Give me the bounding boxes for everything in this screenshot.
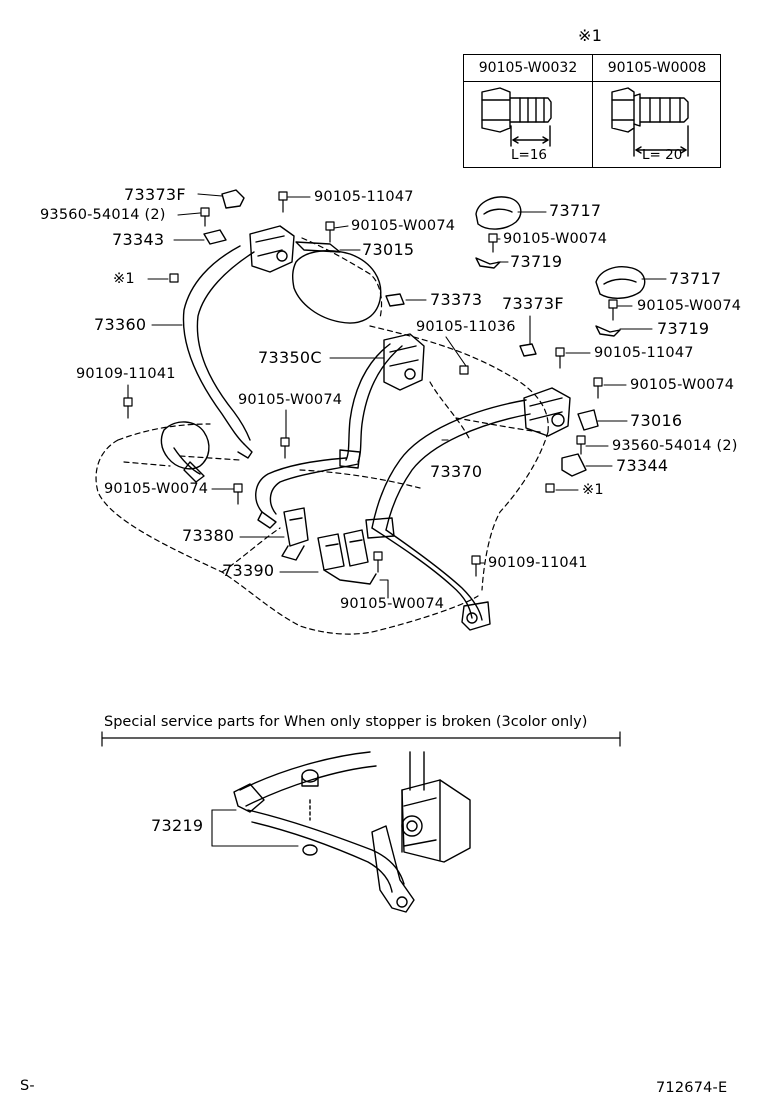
label-73373F-right: 73373F bbox=[502, 294, 564, 313]
cover-73717-left bbox=[475, 196, 522, 230]
table-header-w0008: 90105-W0008 bbox=[607, 60, 707, 76]
note-mark-top: ※1 bbox=[578, 26, 603, 45]
label-93560-54014-right: 93560-54014 (2) bbox=[612, 438, 738, 454]
special-service-title: Special service parts for When only stop… bbox=[104, 714, 588, 730]
bolt-w0032-icon bbox=[481, 87, 552, 147]
note-mark-right: ※1 bbox=[582, 482, 604, 498]
label-90109-11041-left: 90109-11041 bbox=[76, 366, 176, 382]
note-mark-left: ※1 bbox=[113, 271, 135, 287]
headrest-left bbox=[291, 250, 382, 324]
label-73219: 73219 bbox=[151, 816, 204, 835]
cover-73717-right bbox=[595, 266, 646, 299]
label-73373: 73373 bbox=[430, 290, 483, 309]
footer-figure-number: 712674-E bbox=[656, 1080, 728, 1096]
belt-73370 bbox=[365, 399, 531, 631]
retractor-right bbox=[523, 387, 571, 437]
special-bracket bbox=[101, 731, 621, 747]
label-73343: 73343 bbox=[112, 230, 165, 249]
label-90105-W0074-d: 90105-W0074 bbox=[238, 392, 343, 408]
belt-73360 bbox=[182, 245, 255, 459]
bolt-w0008-icon bbox=[611, 87, 689, 157]
label-90105-11047-top: 90105-11047 bbox=[314, 189, 414, 205]
label-73015: 73015 bbox=[362, 240, 415, 259]
belt-73350C bbox=[255, 343, 403, 529]
label-90105-W0074-c: 90105-W0074 bbox=[637, 298, 742, 314]
label-73360: 73360 bbox=[94, 315, 147, 334]
label-90105-W0074-g: 90105-W0074 bbox=[340, 596, 445, 612]
retractor-left-top bbox=[249, 225, 295, 273]
label-73717-right: 73717 bbox=[669, 269, 722, 288]
buckle-73380 bbox=[281, 507, 309, 561]
label-73719-left: 73719 bbox=[510, 252, 563, 271]
footer-left-code: S- bbox=[20, 1078, 35, 1094]
anchor-left-lower bbox=[160, 421, 210, 483]
label-90105-11047-right: 90105-11047 bbox=[594, 345, 694, 361]
bolt-spec-table: 90105-W0032 90105-W0008 L=16 L= 20 bbox=[463, 54, 721, 168]
leader-73219 bbox=[211, 809, 299, 847]
label-93560-54014-left: 93560-54014 (2) bbox=[40, 207, 166, 223]
label-73016: 73016 bbox=[630, 411, 683, 430]
label-73380: 73380 bbox=[182, 526, 235, 545]
length-label-w0032: L=16 bbox=[511, 147, 548, 163]
clip-73719-left bbox=[475, 257, 501, 269]
label-73370: 73370 bbox=[430, 462, 483, 481]
label-73390: 73390 bbox=[222, 561, 275, 580]
bolt-icon bbox=[123, 191, 618, 577]
label-90105-W0074-b: 90105-W0074 bbox=[503, 231, 608, 247]
leader-lines bbox=[127, 193, 667, 599]
label-73719-right: 73719 bbox=[657, 319, 710, 338]
guide-73373F-right bbox=[519, 343, 537, 357]
buckle-73390 bbox=[317, 529, 377, 585]
bracket-73344 bbox=[561, 453, 587, 477]
label-90105-W0074-e: 90105-W0074 bbox=[630, 377, 735, 393]
stopper-assembly bbox=[233, 751, 471, 913]
table-divider-v bbox=[592, 55, 593, 167]
guide-73373 bbox=[385, 293, 405, 307]
bracket-73016 bbox=[577, 409, 599, 431]
plate-73015 bbox=[295, 241, 341, 253]
label-90105-W0074-a: 90105-W0074 bbox=[351, 218, 456, 234]
bracket-73343 bbox=[203, 229, 227, 245]
clip-73719-right bbox=[595, 325, 621, 337]
label-73344: 73344 bbox=[616, 456, 669, 475]
table-header-w0032: 90105-W0032 bbox=[478, 60, 578, 76]
retractor-center bbox=[383, 333, 425, 391]
label-73373F-top: 73373F bbox=[124, 185, 186, 204]
label-73717-left: 73717 bbox=[549, 201, 602, 220]
label-90109-11041-right: 90109-11041 bbox=[488, 555, 588, 571]
label-73350C: 73350C bbox=[258, 348, 322, 367]
label-90105-W0074-f: 90105-W0074 bbox=[104, 481, 209, 497]
length-label-w0008: L= 20 bbox=[642, 147, 683, 163]
guide-73373F-top bbox=[221, 189, 245, 209]
label-90105-11036: 90105-11036 bbox=[416, 319, 516, 335]
